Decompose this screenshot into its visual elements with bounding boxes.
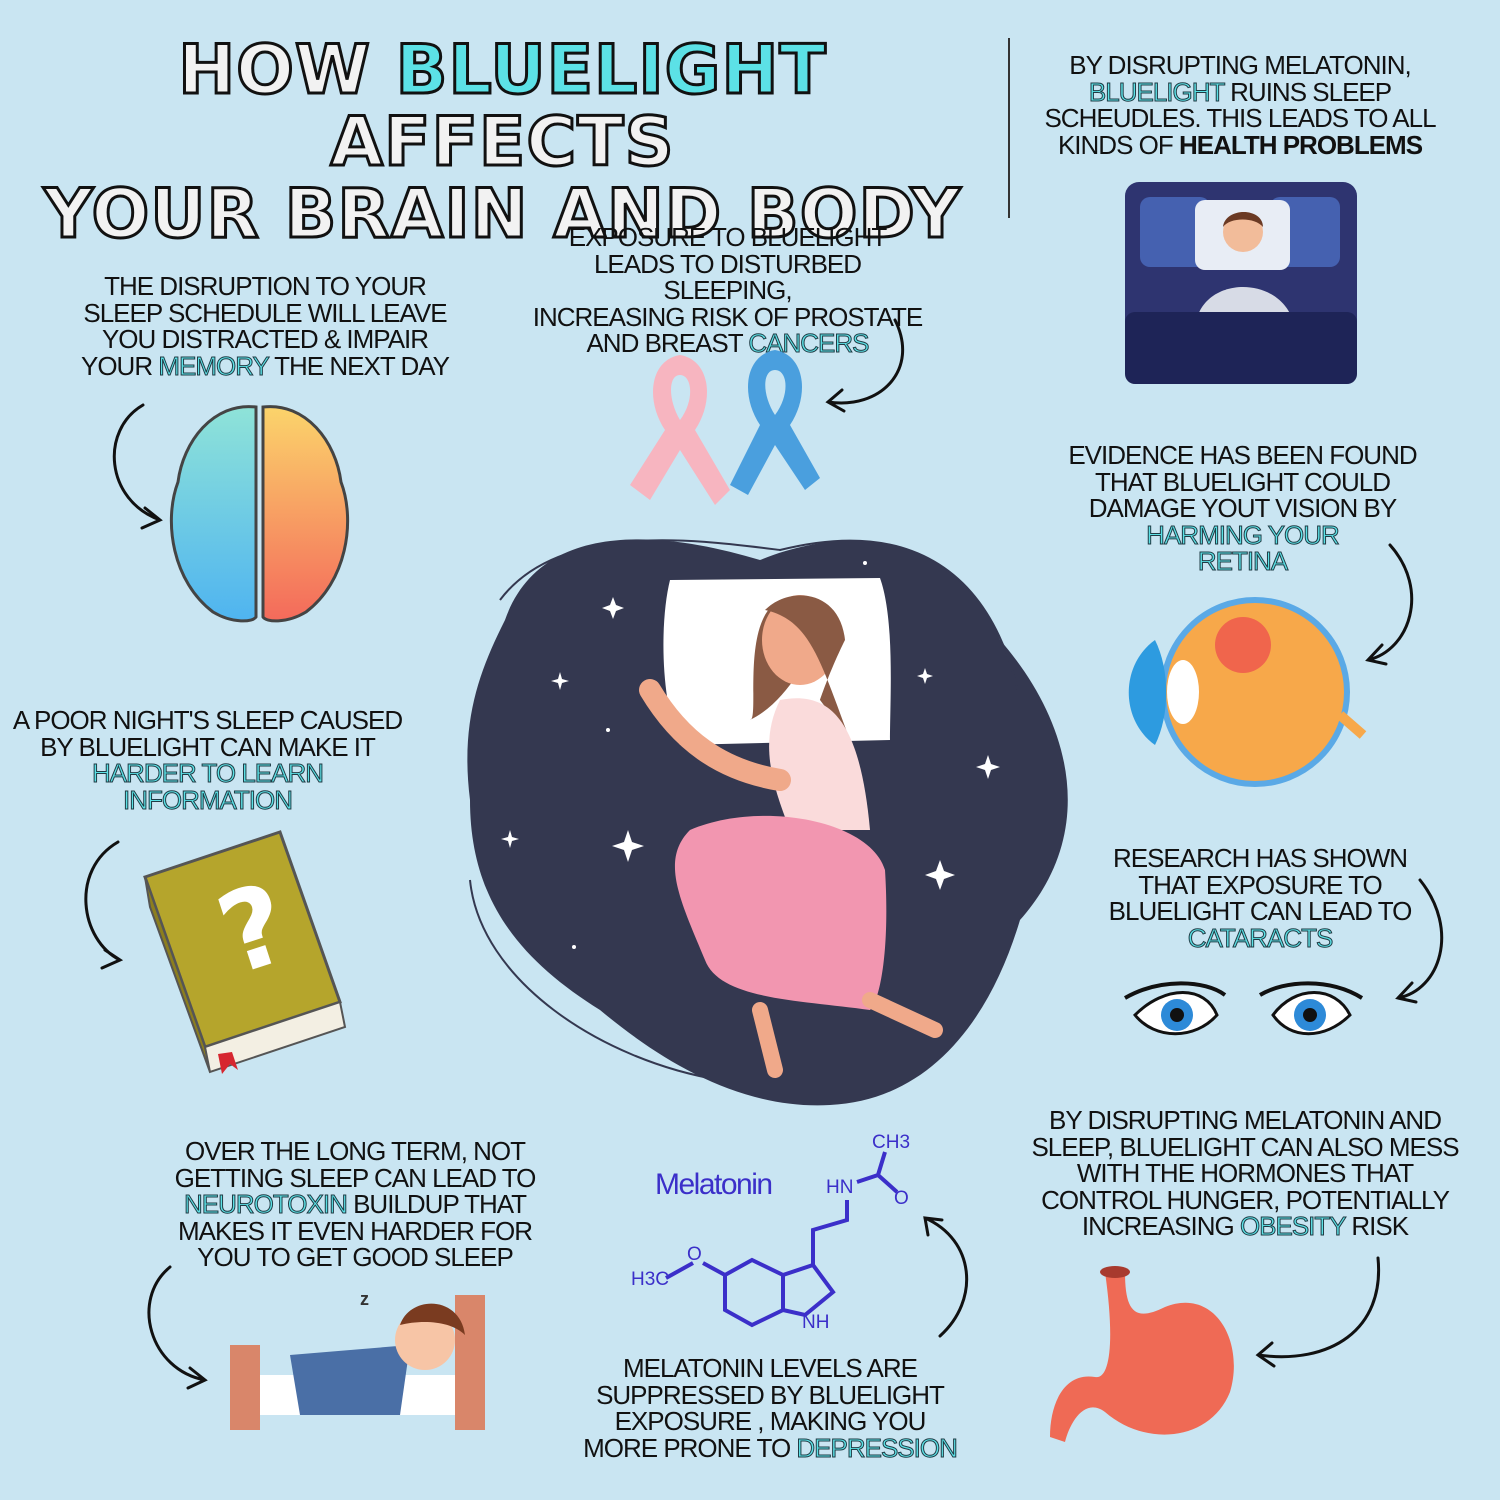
arrow-icon [112,403,163,530]
ch3-label: CH3 [872,1132,910,1153]
svg-text:z: z [360,1289,369,1309]
stars-icon [501,561,1000,949]
divider [1008,38,1010,218]
arrow-icon [1365,543,1414,666]
cancer-ribbons-icon [630,350,820,505]
arrow-icon [1395,878,1444,1004]
stomach-icon [1050,1266,1234,1442]
intro-text: BY DISRUPTING MELATONIN, BLUELIGHT RUINS… [1044,50,1436,160]
melatonin-molecule-diagram: CH3 HN O O H3C NH [631,1132,910,1333]
hn-label: HN [826,1177,853,1198]
brain-icon [169,405,350,623]
arrow-icon [84,840,124,970]
sleeping-child-in-bed-icon: z [230,1289,485,1430]
man-in-bed-with-phone-illustration [1125,182,1357,384]
arrow-icon [923,1216,969,1338]
arrow-icon [147,1265,208,1390]
melatonin-label: Melatonin [655,1168,773,1201]
eyeball-retina-icon [1128,597,1367,787]
nh-label: NH [802,1312,829,1333]
oxygen-label: O [894,1188,909,1209]
question-book-icon: ? [143,830,347,1074]
h3c-label: H3C [631,1269,669,1290]
page-title: HOW BLUELIGHT AFFECTS YOUR BRAIN AND BOD… [42,31,962,254]
arrow-icon [1255,1256,1381,1368]
arrow-icon [825,318,905,413]
eyes-icon [1124,981,1364,1036]
oxygen-label: O [687,1244,702,1265]
